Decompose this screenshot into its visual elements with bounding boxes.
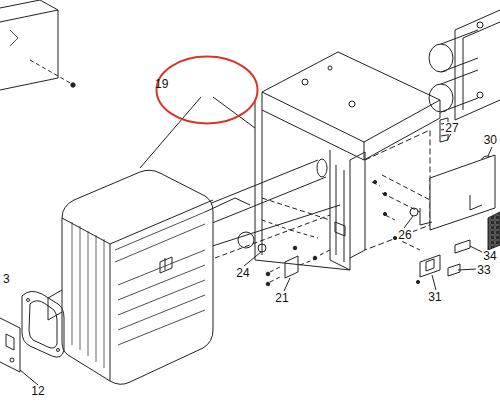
leader-lines bbox=[140, 97, 492, 291]
callout-number: 26 bbox=[397, 229, 412, 241]
red-ellipse bbox=[155, 55, 259, 125]
callout-number: 21 bbox=[274, 292, 289, 304]
chassis-bracket bbox=[238, 52, 440, 270]
small-parts bbox=[258, 220, 330, 286]
pipe-fittings bbox=[429, 10, 500, 120]
callout-number: 27 bbox=[444, 122, 459, 134]
heat-exchanger bbox=[48, 170, 250, 384]
callout-number: 30 bbox=[483, 134, 498, 146]
callout-number: 19 bbox=[155, 78, 168, 90]
callout-number: 24 bbox=[235, 267, 250, 279]
callout-number: 34 bbox=[482, 250, 497, 262]
callout-number: 12 bbox=[30, 385, 45, 397]
callout-number: 3 bbox=[2, 273, 11, 285]
cabinet-corner bbox=[0, 0, 75, 90]
callout-number: 33 bbox=[476, 264, 491, 276]
gasket-plate bbox=[0, 291, 64, 385]
callout-number: 31 bbox=[427, 291, 442, 303]
control-parts bbox=[372, 118, 500, 284]
callout-circle: 19 bbox=[155, 55, 259, 125]
